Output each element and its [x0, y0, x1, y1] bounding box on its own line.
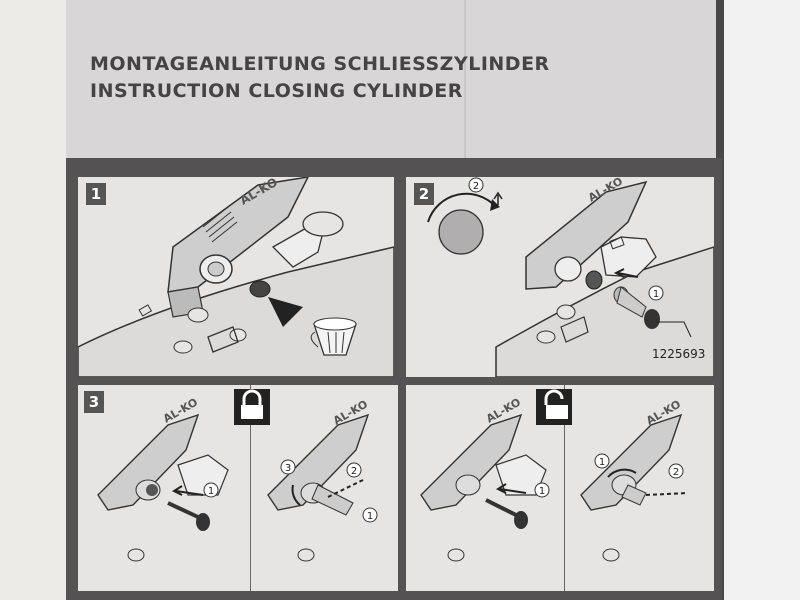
panel-divider	[250, 385, 251, 591]
title-english: INSTRUCTION CLOSING CYLINDER	[90, 80, 463, 102]
step-3-unlock-illustration: AL-KO 1 AL-KO 1 2	[420, 389, 689, 562]
step-1-number: 1	[86, 183, 106, 205]
step-2-illustration: 2 AL-KO 1	[427, 177, 714, 377]
callout-1-d: 1	[599, 457, 605, 468]
callout-2-a: 2	[351, 466, 357, 477]
step-1-panel: 1 AL-KO	[78, 177, 394, 377]
paper-fold	[464, 0, 466, 160]
step-3-unlock-panel: AL-KO 1 AL-KO 1 2	[406, 385, 714, 591]
step-3-number: 3	[84, 391, 104, 413]
callout-2-b: 2	[673, 467, 679, 478]
part-number: 1225693	[652, 347, 706, 361]
step-1-illustration: AL-KO	[78, 177, 394, 377]
cup-icon	[310, 317, 357, 356]
callout-1: 1	[653, 289, 659, 300]
step-2-panel: 2 2 AL-KO 1 1225693	[406, 177, 714, 377]
cylinder-with-key	[613, 286, 660, 329]
step-2-number: 2	[414, 183, 434, 205]
background-right	[724, 0, 800, 600]
callout-1-b: 1	[367, 511, 373, 522]
step-3-lock-panel: 3 AL-KO 1 AL-KO 3 2 1	[78, 385, 398, 591]
step-3-lock-illustration: AL-KO 1 AL-KO 3 2 1	[97, 389, 378, 562]
padlock-unlocked-icon	[536, 389, 572, 425]
background-left	[0, 0, 66, 600]
callout-2: 2	[473, 181, 479, 192]
callout-3: 3	[285, 463, 291, 474]
callout-1-a: 1	[208, 486, 214, 497]
callout-1-c: 1	[539, 486, 545, 497]
padlock-locked-icon	[234, 389, 270, 425]
panel-divider-2	[564, 385, 565, 591]
title-german: MONTAGEANLEITUNG SCHLIESSZYLINDER	[90, 53, 550, 75]
